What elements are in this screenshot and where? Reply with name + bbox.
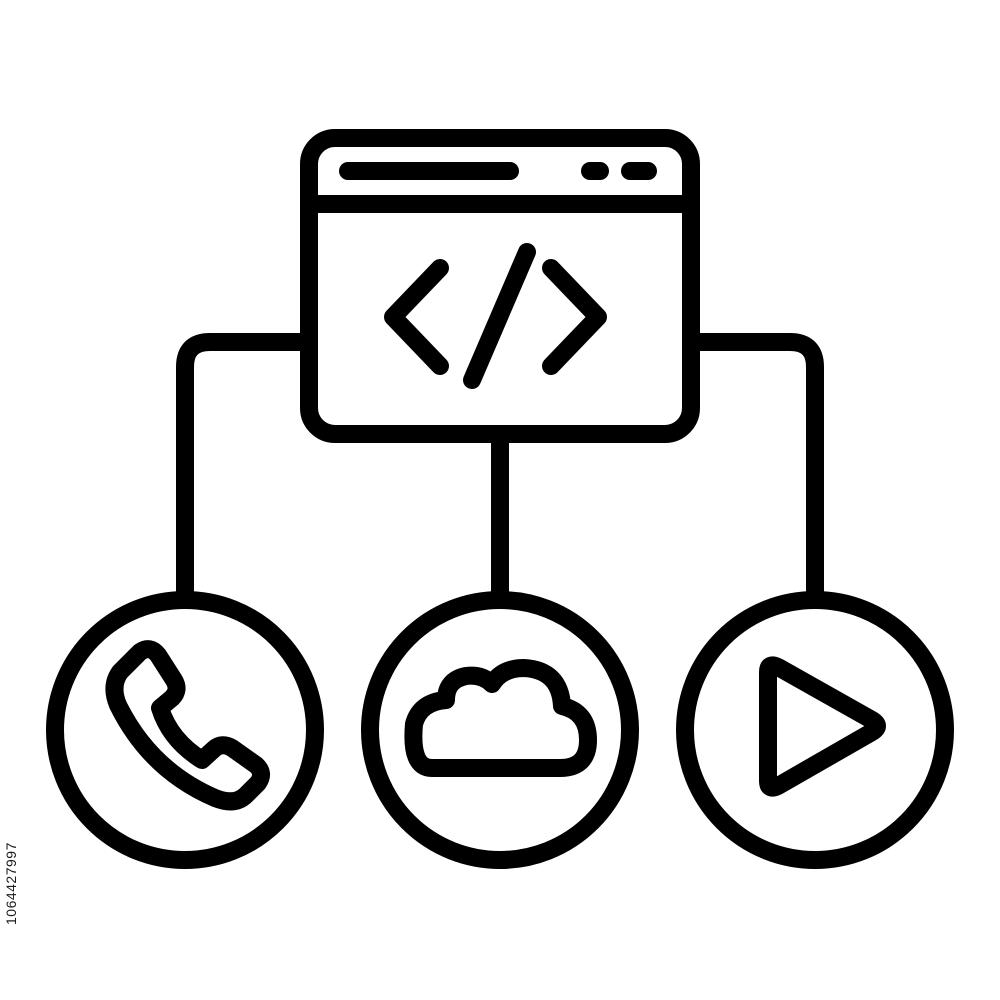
cloud-icon — [404, 659, 597, 777]
play-icon — [759, 656, 886, 797]
node-play-circle — [676, 591, 954, 869]
node-play — [676, 591, 954, 869]
code-window — [300, 129, 700, 443]
connector-left — [176, 333, 309, 604]
code-window-frame — [300, 129, 700, 443]
node-phone-circle — [46, 591, 324, 869]
phone-icon — [105, 640, 270, 811]
connector-lines — [176, 333, 824, 604]
side-id-label: 1064427997 — [3, 842, 19, 925]
node-cloud-circle — [361, 591, 639, 869]
node-phone — [46, 591, 324, 869]
node-cloud — [361, 591, 639, 869]
connector-right — [691, 333, 824, 604]
code-brackets-icon — [384, 243, 607, 389]
